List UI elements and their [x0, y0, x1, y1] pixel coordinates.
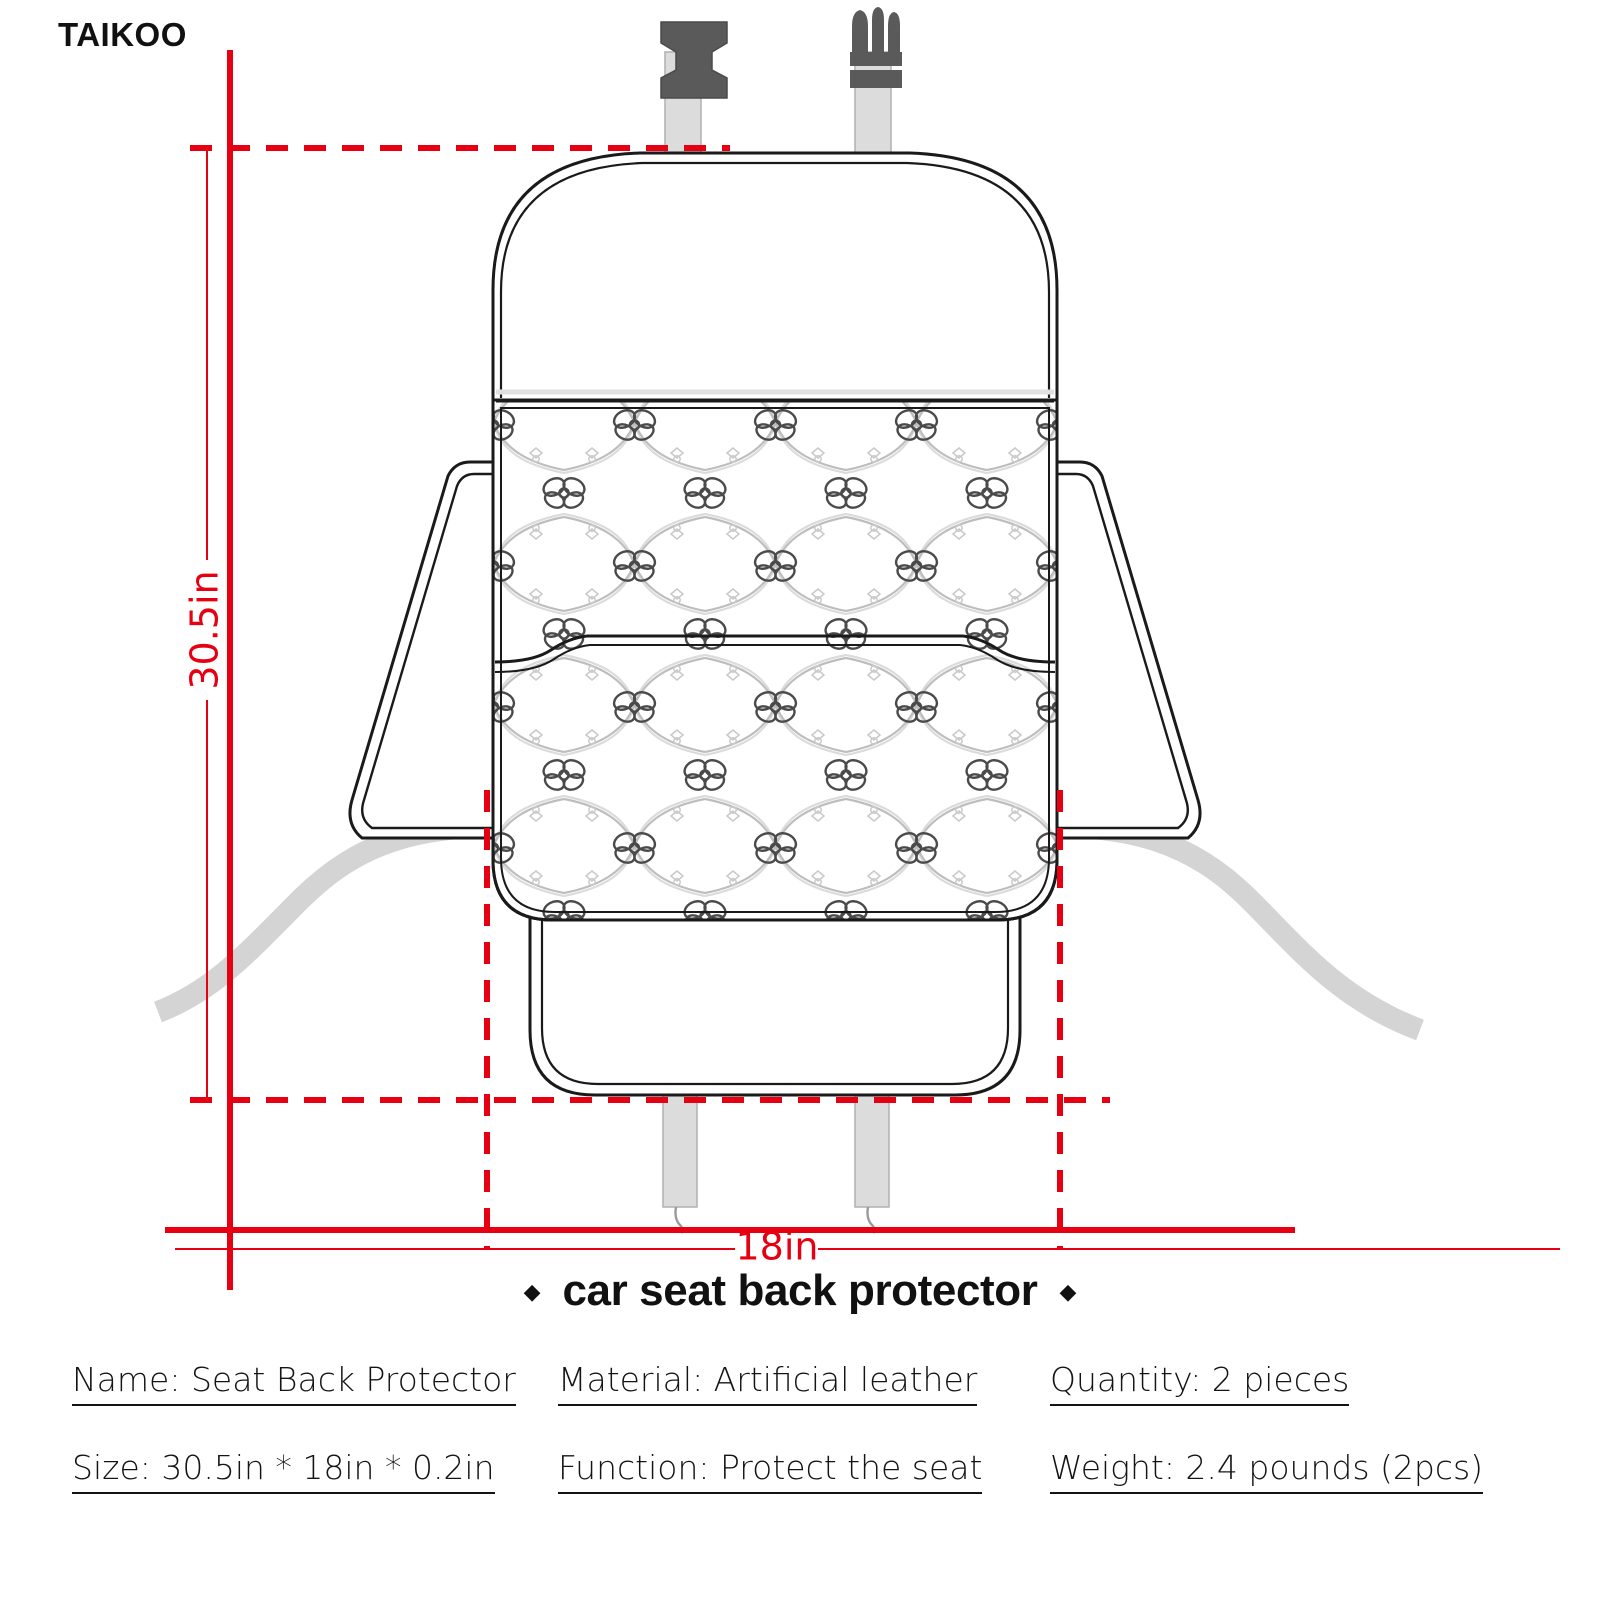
side-strap-right [1039, 815, 1424, 1041]
spec-name: Name: Seat Back Protector [72, 1360, 516, 1406]
width-dimension-label: 18in [736, 1225, 819, 1269]
spec-size: Size: 30.5in * 18in * 0.2in [72, 1448, 495, 1494]
top-strap-right [854, 51, 892, 161]
buckle-female [660, 21, 728, 99]
buckle-male [850, 7, 902, 88]
spec-column-1: Name: Seat Back Protector Size: 30.5in *… [0, 1360, 530, 1494]
dimension-lines [165, 50, 1560, 1290]
bottom-strap-left [662, 1094, 698, 1234]
side-strap-left [153, 815, 511, 1023]
storage-pocket [494, 634, 1056, 673]
spec-material: Material: Artificial leather [558, 1360, 978, 1406]
spec-table: Name: Seat Back Protector Size: 30.5in *… [0, 1360, 1600, 1494]
product-title: ◆ car seat back protector ◆ [0, 1266, 1600, 1316]
bottom-panel [528, 898, 1022, 1097]
left-side-flap [348, 460, 495, 840]
spec-weight: Weight: 2.4 pounds (2pcs) [1050, 1448, 1484, 1494]
spec-column-3: Quantity: 2 pieces Weight: 2.4 pounds (2… [1040, 1360, 1600, 1494]
height-dimension-label: 30.5in [183, 570, 227, 689]
spec-function: Function: Protect the seat [558, 1448, 983, 1494]
spec-quantity: Quantity: 2 pieces [1050, 1360, 1350, 1406]
product-title-text: car seat back protector [562, 1266, 1038, 1315]
spec-column-2: Material: Artificial leather Function: P… [530, 1360, 1040, 1494]
diamond-left-icon: ◆ [523, 1280, 541, 1305]
right-side-flap [1055, 460, 1202, 840]
brand-logo: TAIKOO [58, 16, 187, 53]
patterned-body [491, 398, 1059, 922]
diamond-right-icon: ◆ [1059, 1280, 1077, 1305]
headrest-panel [491, 151, 1059, 407]
bottom-strap-right [854, 1094, 890, 1234]
